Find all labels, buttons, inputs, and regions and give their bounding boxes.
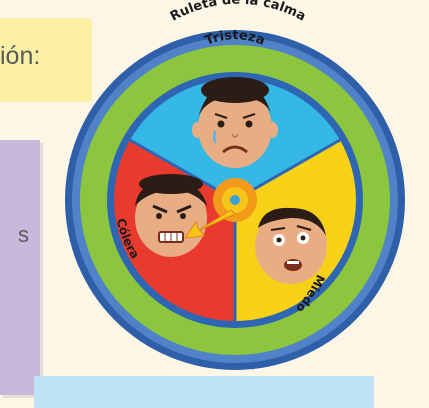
angry-face-icon <box>135 174 207 257</box>
svg-text:Tristeza: Tristeza <box>203 28 267 49</box>
side-text-fragment: s <box>18 222 29 247</box>
yellow-note-card <box>0 18 92 102</box>
sad-face-icon <box>192 77 278 168</box>
svg-text:Ruleta de la calma: Ruleta de la calma <box>168 0 308 25</box>
fearful-face-icon <box>255 207 327 284</box>
instruction-text-fragment: ión: <box>0 42 41 70</box>
label-tristeza: Tristeza <box>203 28 267 49</box>
calm-roulette-wheel[interactable]: Ruleta de la calma Tristeza Miedo Cólera <box>59 0 411 408</box>
lavender-note-card <box>0 140 40 395</box>
arrow-pointer-icon[interactable] <box>183 209 236 239</box>
spinner-hub[interactable] <box>213 178 257 222</box>
wheel-title: Ruleta de la calma <box>168 0 308 25</box>
blue-note-card <box>34 376 374 408</box>
